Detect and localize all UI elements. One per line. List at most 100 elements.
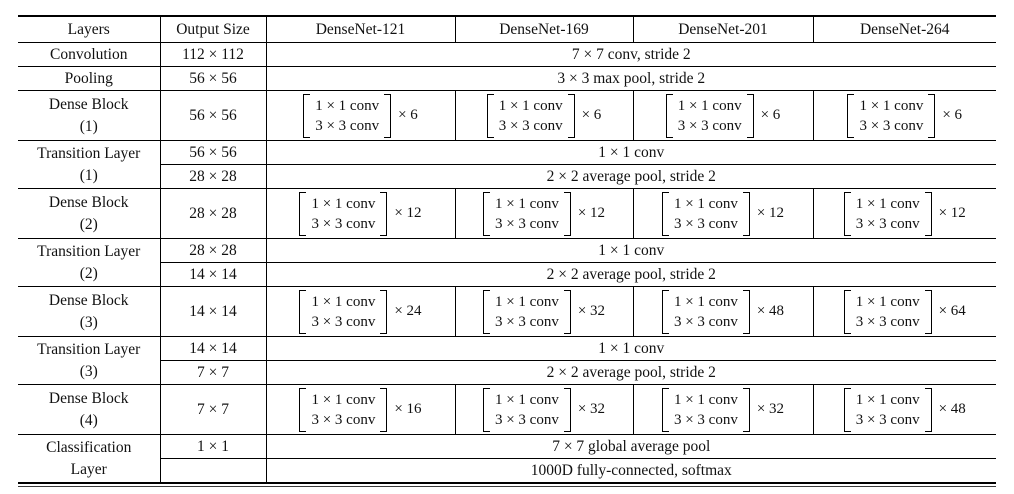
left-bracket-icon bbox=[665, 93, 673, 138]
right-bracket-icon bbox=[563, 191, 571, 236]
matrix-line: 3 × 3 conv bbox=[673, 411, 738, 428]
cell-transition2-layer: Transition Layer (2) bbox=[18, 238, 161, 287]
dense-block-matrix-cell: 1 × 1 conv 3 × 3 conv × 32 bbox=[455, 384, 634, 435]
matrix-line: 1 × 1 conv bbox=[494, 391, 559, 408]
left-bracket-icon bbox=[843, 387, 851, 432]
repeat-count: × 6 bbox=[942, 107, 963, 123]
header-cell-layers: Layers bbox=[18, 16, 161, 43]
left-bracket-icon bbox=[843, 289, 851, 334]
cell-transition3-op-a: 1 × 1 conv bbox=[266, 336, 996, 361]
left-bracket-icon bbox=[299, 387, 307, 432]
cell-classification-output-a: 1 × 1 bbox=[160, 434, 267, 459]
header-cell-densenet-201: DenseNet-201 bbox=[633, 16, 814, 43]
matrix-line: 3 × 3 conv bbox=[311, 313, 376, 330]
repeat-count: × 12 bbox=[577, 205, 606, 221]
header-row: Layers Output Size DenseNet-121 DenseNet… bbox=[18, 16, 996, 43]
matrix-line: 1 × 1 conv bbox=[855, 293, 920, 310]
repeat-count: × 16 bbox=[394, 401, 422, 417]
cell-transition3-layer: Transition Layer (3) bbox=[18, 336, 161, 385]
layer-label-line2: (4) bbox=[79, 411, 98, 429]
cell-transition1-output-b: 28 × 28 bbox=[160, 164, 267, 189]
densenet-architecture-table-wrapper: Layers Output Size DenseNet-121 DenseNet… bbox=[18, 15, 996, 487]
left-bracket-icon bbox=[299, 191, 307, 236]
matrix-line: 3 × 3 conv bbox=[859, 117, 924, 134]
left-bracket-icon bbox=[661, 191, 669, 236]
cell-pooling-output: 56 × 56 bbox=[160, 66, 267, 91]
row-classification-a: Classification Layer 1 × 1 7 × 7 global … bbox=[18, 434, 996, 483]
repeat-count: × 48 bbox=[756, 303, 785, 319]
cell-classification-op-a: 7 × 7 global average pool bbox=[266, 434, 996, 459]
row-transition-2a: Transition Layer (2) 28 × 28 1 × 1 conv bbox=[18, 238, 996, 287]
left-bracket-icon bbox=[303, 93, 311, 138]
cell-transition1-layer: Transition Layer (1) bbox=[18, 140, 161, 189]
cell-pooling-layer: Pooling bbox=[18, 66, 161, 91]
matrix-line: 3 × 3 conv bbox=[673, 215, 738, 232]
right-bracket-icon bbox=[928, 93, 936, 138]
right-bracket-icon bbox=[384, 93, 392, 138]
right-bracket-icon bbox=[563, 289, 571, 334]
cell-dense3-output: 14 × 14 bbox=[160, 286, 267, 337]
matrix-line: 1 × 1 conv bbox=[494, 195, 559, 212]
repeat-count: × 64 bbox=[938, 303, 966, 319]
cell-convolution-output: 112 × 112 bbox=[160, 42, 267, 67]
cell-transition3-op-b: 2 × 2 average pool, stride 2 bbox=[266, 360, 996, 385]
layer-label-line1: Dense Block bbox=[48, 95, 129, 113]
header-cell-densenet-264: DenseNet-264 bbox=[859, 20, 950, 38]
cell-classification-layer: Classification Layer bbox=[18, 434, 161, 483]
cell-transition3-output-a: 14 × 14 bbox=[160, 336, 267, 361]
conv-matrix: 1 × 1 conv 3 × 3 conv bbox=[661, 387, 750, 432]
row-transition-1a: Transition Layer (1) 56 × 56 1 × 1 conv bbox=[18, 140, 996, 189]
cell-pooling-op: 3 × 3 max pool, stride 2 bbox=[266, 66, 996, 91]
cell-dense2-output: 28 × 28 bbox=[160, 188, 267, 239]
left-bracket-icon bbox=[843, 191, 851, 236]
matrix-line: 1 × 1 conv bbox=[315, 97, 380, 114]
conv-matrix: 1 × 1 conv 3 × 3 conv bbox=[482, 387, 571, 432]
repeat-count: × 12 bbox=[938, 205, 966, 221]
layer-label-line1: Dense Block bbox=[48, 389, 129, 407]
right-bracket-icon bbox=[380, 289, 388, 334]
cell-transition2-output-a: 28 × 28 bbox=[160, 238, 267, 263]
right-bracket-icon bbox=[380, 387, 388, 432]
layer-label-line2: Layer bbox=[70, 460, 107, 478]
matrix-line: 3 × 3 conv bbox=[677, 117, 742, 134]
cell-convolution-layer: Convolution bbox=[18, 42, 161, 67]
right-bracket-icon bbox=[380, 191, 388, 236]
layer-label-line2: (2) bbox=[79, 215, 98, 233]
matrix-line: 1 × 1 conv bbox=[311, 391, 376, 408]
layer-label-line1: Transition Layer bbox=[37, 242, 141, 260]
layer-label-line2: (1) bbox=[79, 166, 98, 184]
right-bracket-icon bbox=[924, 191, 932, 236]
matrix-line: 3 × 3 conv bbox=[494, 411, 559, 428]
cell-transition3-output-b: 7 × 7 bbox=[160, 360, 267, 385]
matrix-line: 1 × 1 conv bbox=[673, 391, 738, 408]
repeat-count: × 32 bbox=[577, 401, 606, 417]
matrix-line: 1 × 1 conv bbox=[673, 293, 738, 310]
cell-transition2-op-b: 2 × 2 average pool, stride 2 bbox=[266, 262, 996, 287]
repeat-count: × 6 bbox=[760, 107, 781, 123]
repeat-count: × 6 bbox=[398, 107, 418, 123]
right-bracket-icon bbox=[742, 191, 750, 236]
repeat-count: × 6 bbox=[581, 107, 602, 123]
repeat-count: × 12 bbox=[394, 205, 422, 221]
layer-label-line1: Transition Layer bbox=[37, 340, 141, 358]
row-transition-3b: 7 × 7 2 × 2 average pool, stride 2 bbox=[18, 360, 996, 385]
cell-transition1-output-a: 56 × 56 bbox=[160, 140, 267, 165]
cell-transition2-output-b: 14 × 14 bbox=[160, 262, 267, 287]
cell-dense4-output: 7 × 7 bbox=[160, 384, 267, 435]
